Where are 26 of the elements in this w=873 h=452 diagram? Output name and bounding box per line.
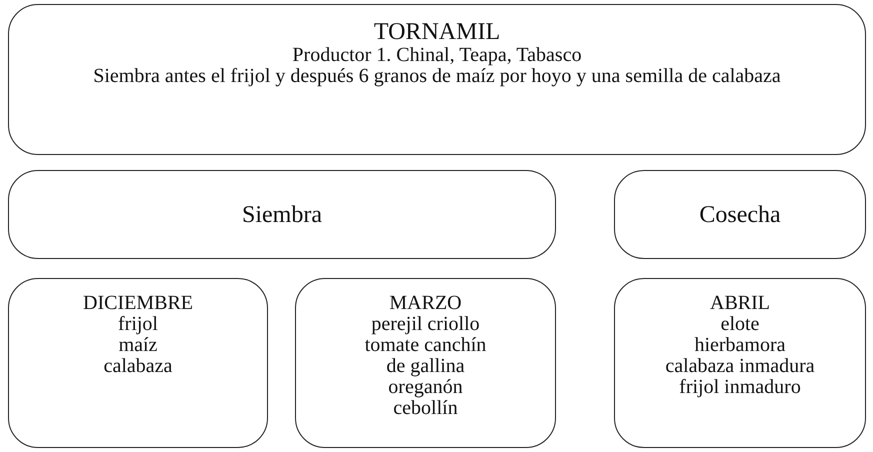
box-text: hierbamora bbox=[693, 335, 787, 356]
rounded-box bbox=[8, 4, 866, 155]
box-text: de gallina bbox=[385, 356, 466, 377]
rounded-box bbox=[614, 170, 866, 259]
box-text: tomate canchín bbox=[364, 335, 488, 356]
box-heading: ABRIL bbox=[709, 293, 771, 314]
rounded-box bbox=[295, 278, 556, 448]
box-heading: Siembra bbox=[241, 200, 323, 228]
box-heading: TORNAMIL bbox=[372, 19, 502, 45]
box-text: frijol bbox=[117, 314, 159, 335]
box-text: calabaza inmadura bbox=[664, 356, 816, 377]
box-heading: MARZO bbox=[388, 293, 463, 314]
rounded-box bbox=[8, 170, 556, 259]
box-heading: Cosecha bbox=[698, 200, 782, 228]
rounded-box bbox=[8, 278, 268, 448]
box-text: cebollín bbox=[393, 398, 458, 419]
box-text: elote bbox=[720, 314, 760, 335]
box-text: oreganón bbox=[387, 377, 463, 398]
box-text: Productor 1. Chinal, Teapa, Tabasco bbox=[291, 45, 583, 66]
box-text: perejil criollo bbox=[370, 314, 481, 335]
box-text: maíz bbox=[118, 335, 158, 356]
box-text: Siembra antes el frijol y después 6 granos de maíz por hoyo y una semilla de calabaza bbox=[92, 66, 782, 87]
rounded-box bbox=[614, 278, 866, 448]
box-text: frijol inmaduro bbox=[678, 377, 802, 398]
box-text: calabaza bbox=[102, 356, 174, 377]
box-heading: DICIEMBRE bbox=[82, 293, 194, 314]
